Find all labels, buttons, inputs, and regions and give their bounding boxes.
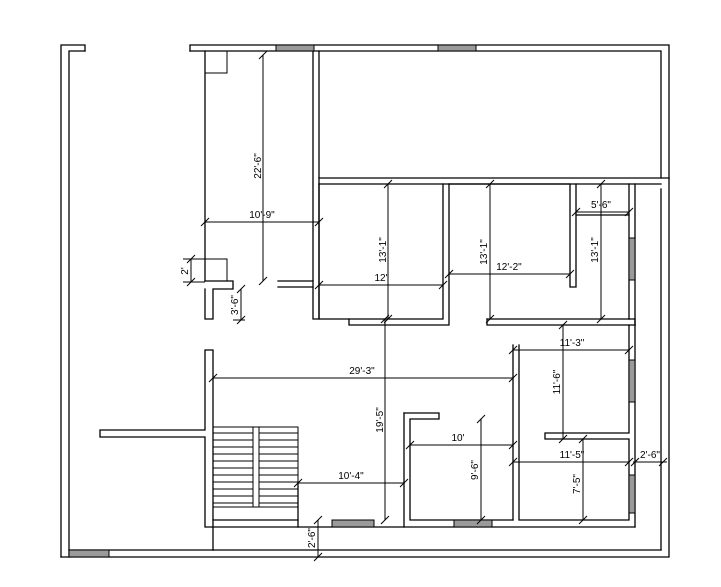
column-bottom-left [204,258,228,282]
dimension-lines [183,50,668,562]
dim-label-2-6-a: 2'-6" [640,450,660,461]
windows [68,44,636,558]
window-right-2 [628,359,636,403]
window-bottom-2 [453,519,493,528]
dim-label-13-1-c: 13'-1" [590,237,601,263]
window-bottom-1 [331,519,375,528]
wall-lower-left [99,349,214,528]
dim-label-29-3: 29'-3" [349,366,375,377]
dim-label-3-6: 3'-6" [230,295,241,315]
dim-label-22-6: 22'-6" [253,153,264,179]
dim-label-11-5: 11'-5" [560,450,585,461]
wall-room3-bottom [486,318,636,326]
dim-label-13-1-b: 13'-1" [479,239,490,265]
dim-label-10-9: 10'-9" [249,210,275,221]
dim-label-10-4: 10'-4" [338,471,364,482]
dim-label-12: 12' [374,273,387,284]
dimension-labels: 22'-6" 10'-9" 2' 3'-6" 13'-1" 12' 13'-1"… [180,153,660,548]
dim-label-19-5: 19'-5" [375,407,386,433]
dim-label-9-6: 9'-6" [470,460,481,480]
window-top-2 [437,44,477,52]
dim-label-12-2: 12'-2" [496,262,522,273]
dim-label-2-6-b: 2'-6" [307,528,318,548]
wall-room1-bottom-left [204,280,234,320]
wall-right-rooms-left [518,324,630,521]
dim-label-11-6: 11'-6" [552,369,563,394]
window-right-1 [628,237,636,281]
stair-handrail [252,426,260,508]
wall-room2-inner [348,183,444,320]
column-top-left [204,50,228,74]
window-bottom-left [68,549,110,558]
dim-label-5-6: 5'-6" [591,200,611,211]
wall-lower-room [403,412,514,521]
dim-label-10: 10' [451,433,464,444]
staircase [212,426,299,508]
dim-label-7-5: 7'-5" [572,474,583,494]
dim-label-11-3: 11'-3" [560,338,585,349]
wall-top-left-stub [60,44,86,558]
wall-top-left-inner [68,50,86,558]
wall-top-inner [189,50,662,179]
dim-label-13-1-a: 13'-1" [378,237,389,263]
wall-top-outer [189,44,670,179]
wall-room2 [318,183,450,326]
wall-room3 [448,183,577,288]
window-top-1 [275,44,315,52]
wall-bottom-outer [60,178,670,558]
window-right-3 [628,474,636,514]
dim-label-2: 2' [180,267,191,275]
